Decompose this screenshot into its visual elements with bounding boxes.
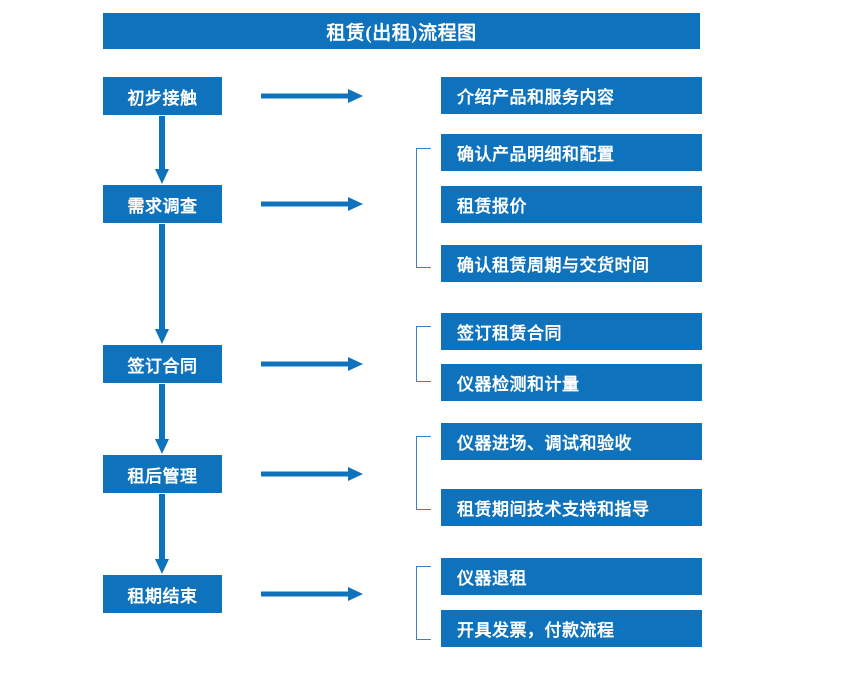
right-arrow-icon [261,89,363,103]
down-arrow-icon [155,116,169,184]
horizontal-arrow-5 [261,586,363,602]
detail-box-5-1[interactable]: 仪器退租 [441,558,702,595]
down-arrow-icon [155,384,169,454]
vertical-arrow-3-to-4 [154,384,170,454]
down-arrow-icon [155,224,169,344]
vertical-arrow-2-to-3 [154,224,170,344]
detail-box-3-2[interactable]: 仪器检测和计量 [441,364,702,401]
stage-box-1[interactable]: 初步接触 [103,77,222,115]
detail-box-4-1[interactable]: 仪器进场、调试和验收 [441,423,702,460]
detail-box-3-1[interactable]: 签订租赁合同 [441,313,702,350]
stage-box-4[interactable]: 租后管理 [103,455,222,493]
detail-box-1-1[interactable]: 介绍产品和服务内容 [441,77,702,114]
vertical-arrow-4-to-5 [154,494,170,574]
group-bracket-4 [416,436,431,510]
detail-box-2-3[interactable]: 确认租赁周期与交货时间 [441,245,702,282]
horizontal-arrow-2 [261,196,363,212]
group-bracket-5 [416,566,431,640]
stage-box-2[interactable]: 需求调查 [103,185,222,223]
horizontal-arrow-4 [261,466,363,482]
right-arrow-icon [261,357,363,371]
vertical-arrow-1-to-2 [154,116,170,184]
right-arrow-icon [261,467,363,481]
stage-box-5[interactable]: 租期结束 [103,575,222,613]
right-arrow-icon [261,587,363,601]
stage-box-3[interactable]: 签订合同 [103,345,222,383]
detail-box-2-1[interactable]: 确认产品明细和配置 [441,134,702,171]
down-arrow-icon [155,494,169,574]
group-bracket-3 [416,326,431,382]
detail-box-5-2[interactable]: 开具发票，付款流程 [441,610,702,647]
detail-box-2-2[interactable]: 租赁报价 [441,186,702,223]
horizontal-arrow-3 [261,356,363,372]
right-arrow-icon [261,197,363,211]
horizontal-arrow-1 [261,88,363,104]
group-bracket-2 [416,148,431,268]
detail-box-4-2[interactable]: 租赁期间技术支持和指导 [441,489,702,526]
page-title: 租赁(出租)流程图 [103,13,700,49]
